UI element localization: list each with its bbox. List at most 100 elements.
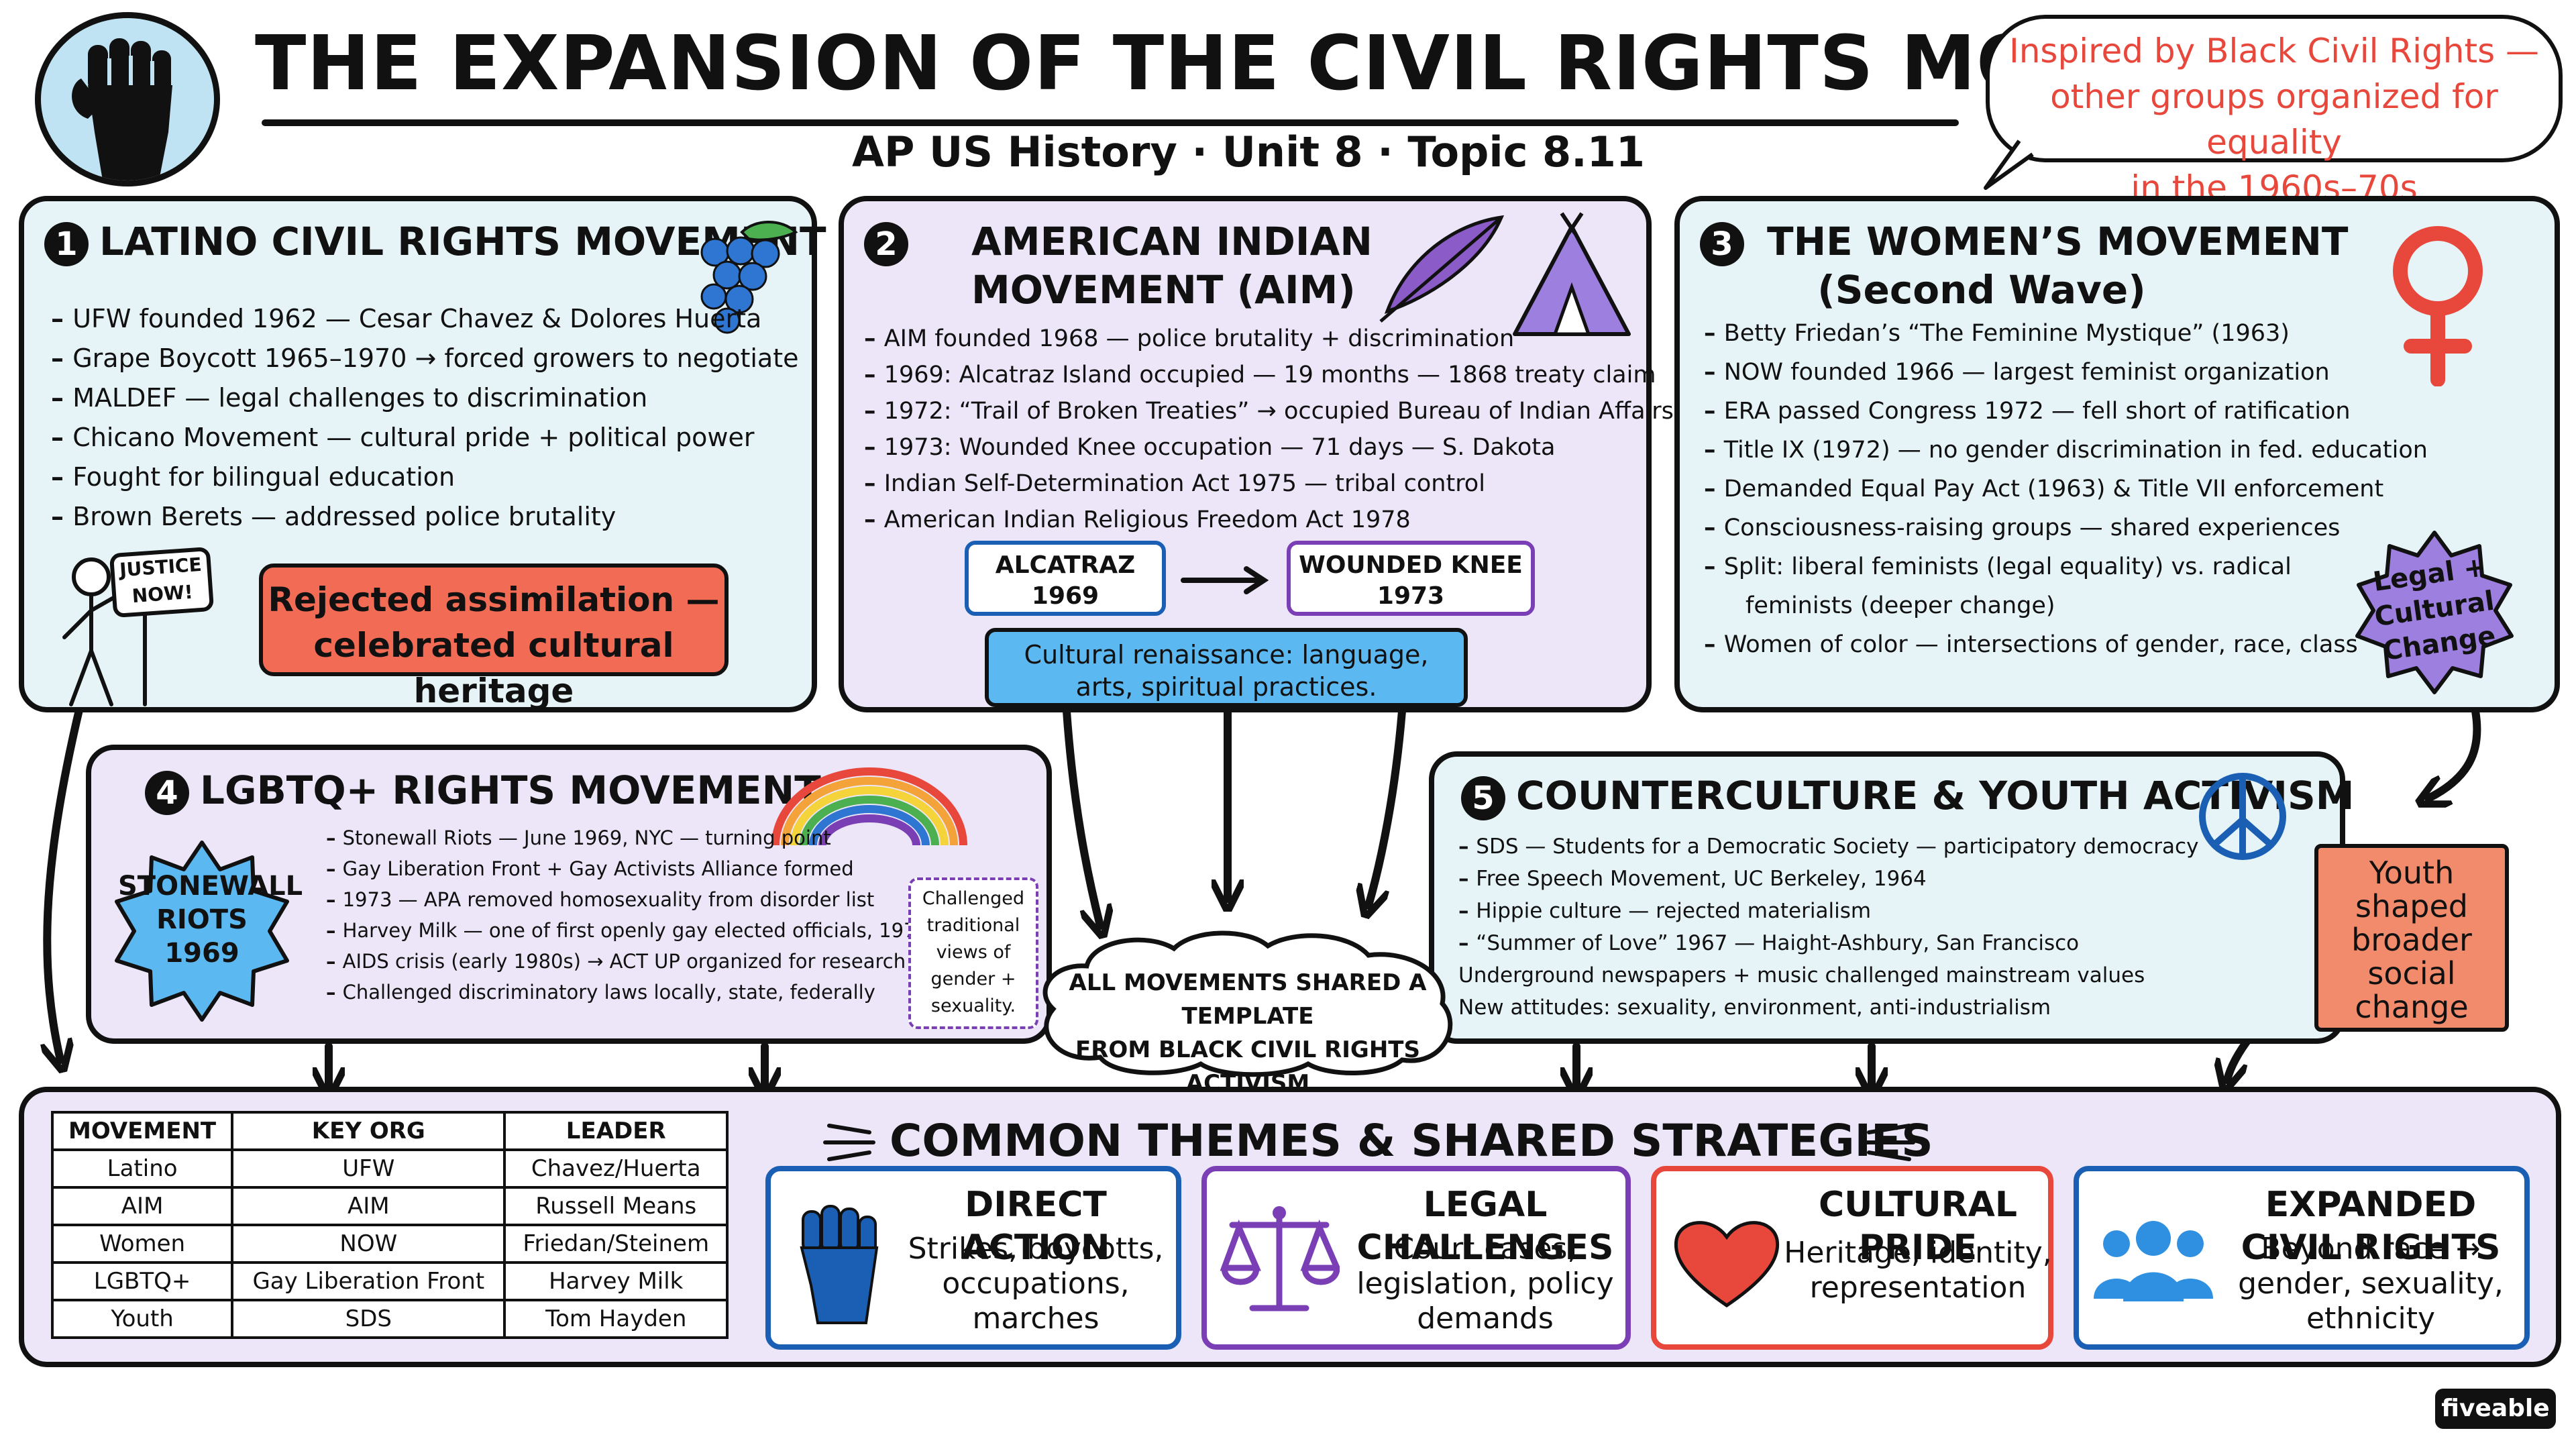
- table-cell: SDS: [231, 1299, 506, 1339]
- theme-line: Heritage, identity,: [1784, 1236, 2052, 1270]
- badge-line: STONEWALL: [118, 871, 303, 902]
- table-cell: Gay Liberation Front: [231, 1261, 506, 1301]
- bullet-list-women: Betty Friedan’s “The Feminine Mystique” …: [1704, 314, 2428, 664]
- bullet-list-youth: SDS — Students for a Democratic Society …: [1458, 830, 2198, 1024]
- box-line: WOUNDED KNEE: [1299, 551, 1523, 579]
- raised-fist-icon: [800, 1205, 879, 1324]
- table-cell: Harvey Milk: [503, 1261, 729, 1301]
- badge-stonewall: STONEWALL RIOTS 1969: [118, 869, 303, 970]
- theme-line: legislation, policy: [1356, 1267, 1614, 1301]
- title-line: AMERICAN INDIAN: [971, 219, 1373, 264]
- callout-line: Cultural renaissance: language,: [1024, 640, 1429, 669]
- table-cell: Chavez/Huerta: [503, 1148, 729, 1189]
- callout-rejected-assimilation: Rejected assimilation — celebrated cultu…: [259, 564, 729, 710]
- callout-line: celebrated cultural heritage: [313, 626, 674, 710]
- box-alcatraz: ALCATRAZ 1969: [965, 541, 1166, 616]
- protester-stick-figure: [62, 557, 147, 706]
- list-item: 1973: Wounded Knee occupation — 71 days …: [864, 429, 1674, 466]
- raised-fist-icon: [72, 38, 172, 180]
- panel-title-text: LGBTQ+ RIGHTS MOVEMENT: [200, 767, 821, 813]
- panel-common-themes: MOVEMENT KEY ORG LEADER Latino UFW Chave…: [19, 1087, 2561, 1367]
- panel-title-aim: 2: [864, 217, 919, 266]
- list-item: Demanded Equal Pay Act (1963) & Title VI…: [1704, 470, 2428, 508]
- table-cell: Russell Means: [503, 1186, 729, 1226]
- title-line: MOVEMENT (AIM): [971, 267, 1356, 313]
- theme-text: Court cases, legislation, policy demands: [1341, 1232, 1629, 1336]
- box-wounded-knee: WOUNDED KNEE 1973: [1287, 541, 1535, 616]
- theme-text: Strikes, boycotts, occupations, marches: [898, 1232, 1173, 1336]
- section-number: 1: [44, 221, 89, 266]
- list-item: Title IX (1972) — no gender discriminati…: [1704, 431, 2428, 470]
- table-header-row: MOVEMENT KEY ORG LEADER: [50, 1111, 729, 1151]
- title-line: THE WOMEN’S MOVEMENT: [1767, 219, 2349, 264]
- theme-title: DIRECT ACTION: [961, 1185, 1110, 1268]
- list-item: 1972: “Trail of Broken Treaties” → occup…: [864, 393, 1674, 429]
- note-line: social: [2367, 955, 2456, 991]
- panel-women: 3 THE WOMEN’S MOVEMENT (Second Wave) Bet…: [1674, 196, 2560, 712]
- badge-starburst: [2355, 531, 2514, 694]
- list-item: feminists (deeper change): [1746, 592, 2055, 619]
- list-item: SDS — Students for a Democratic Society …: [1458, 830, 2198, 863]
- table-header: KEY ORG: [231, 1111, 506, 1151]
- list-item: UFW founded 1962 — Cesar Chavez & Dolore…: [51, 299, 799, 339]
- theme-line: demands: [1417, 1301, 1554, 1336]
- list-item: 1973 — APA removed homosexuality from di…: [326, 884, 928, 915]
- panel-title-women: 3: [1700, 217, 1755, 266]
- table-header: LEADER: [503, 1111, 729, 1151]
- theme-line: gender, sexuality,: [2238, 1267, 2504, 1301]
- theme-line: Strikes, boycotts,: [908, 1232, 1164, 1266]
- heart-icon: [1674, 1221, 1780, 1308]
- list-item: Fought for bilingual education: [51, 458, 799, 497]
- cloud-shape: [1042, 930, 1453, 1077]
- note-youth-shaped-change: Youth shaped broader social change: [2314, 844, 2509, 1032]
- bubble-tail: [1984, 140, 2034, 190]
- list-item: NOW founded 1966 — largest feminist orga…: [1704, 353, 2428, 392]
- bullet-list-latino: UFW founded 1962 — Cesar Chavez & Dolore…: [51, 299, 799, 537]
- list-item: “Summer of Love” 1967 — Haight-Ashbury, …: [1458, 927, 2198, 959]
- panel-title-text: THE WOMEN’S MOVEMENT (Second Wave): [1767, 217, 2349, 314]
- bullet-list-aim: AIM founded 1968 — police brutality + di…: [864, 321, 1674, 538]
- panel-title-text: AMERICAN INDIAN MOVEMENT (AIM): [971, 217, 1373, 314]
- note-line: sexuality.: [930, 996, 1016, 1016]
- theme-line: occupations,: [942, 1267, 1130, 1301]
- list-item: Grape Boycott 1965–1970 → forced growers…: [51, 339, 798, 378]
- note-challenged-views: Challenged traditional views of gender +…: [908, 877, 1038, 1029]
- badge-starburst: [115, 841, 289, 1022]
- table-row: LGBTQ+ Gay Liberation Front Harvey Milk: [50, 1261, 729, 1301]
- bubble-line: other groups organized for equality: [2050, 77, 2498, 162]
- list-item: Indian Self-Determination Act 1975 — tri…: [864, 466, 1674, 502]
- title-line: (Second Wave): [1817, 267, 2146, 313]
- table-cell: UFW: [231, 1148, 506, 1189]
- speech-bubble-callout: Inspired by Black Civil Rights — other g…: [1986, 15, 2563, 207]
- list-item: 1969: Alcatraz Island occupied — 19 mont…: [864, 357, 1674, 393]
- arrow-right-icon: [1181, 566, 1269, 594]
- list-item: Harvey Milk — one of first openly gay el…: [326, 915, 928, 946]
- callout-line: Rejected assimilation —: [268, 580, 720, 619]
- center-cloud-text: ALL MOVEMENTS SHARED A TEMPLATE FROM BLA…: [1053, 966, 1442, 1100]
- section-number: 5: [1461, 775, 1505, 820]
- table-cell: NOW: [231, 1224, 506, 1264]
- panel-aim: 2 AMERICAN INDIAN MOVEMENT (AIM) AIM fou…: [839, 196, 1674, 712]
- list-item: American Indian Religious Freedom Act 19…: [864, 502, 1674, 538]
- list-item: New attitudes: sexuality, environment, a…: [1458, 996, 2051, 1020]
- table-row: Youth SDS Tom Hayden: [50, 1299, 729, 1339]
- movements-table: MOVEMENT KEY ORG LEADER Latino UFW Chave…: [50, 1111, 729, 1339]
- theme-card-expanded-civil-rights: EXPANDED CIVIL RIGHTS Beyond race → gend…: [2074, 1166, 2530, 1350]
- theme-card-cultural-pride: CULTURAL PRIDE Heritage, identity, repre…: [1651, 1166, 2053, 1350]
- badge-line: RIOTS: [156, 904, 248, 935]
- cloud-line: ALL MOVEMENTS SHARED A TEMPLATE: [1069, 969, 1427, 1030]
- list-item: ERA passed Congress 1972 — fell short of…: [1704, 392, 2428, 431]
- section-number: 3: [1700, 221, 1744, 266]
- theme-text: Beyond race → gender, sexuality, ethnici…: [2213, 1232, 2528, 1336]
- callout-line: arts, spiritual practices.: [1075, 672, 1377, 702]
- page-subtitle: AP US History · Unit 8 · Topic 8.11: [852, 127, 1645, 176]
- note-line: gender +: [930, 969, 1016, 989]
- table-cell: Latino: [50, 1148, 234, 1189]
- callout-cultural-renaissance: Cultural renaissance: language, arts, sp…: [985, 628, 1468, 707]
- peace-sign-icon: [2199, 773, 2286, 860]
- feather-icon: [1379, 215, 1505, 323]
- note-line: traditional: [926, 915, 1020, 936]
- note-line: broader: [2351, 922, 2472, 958]
